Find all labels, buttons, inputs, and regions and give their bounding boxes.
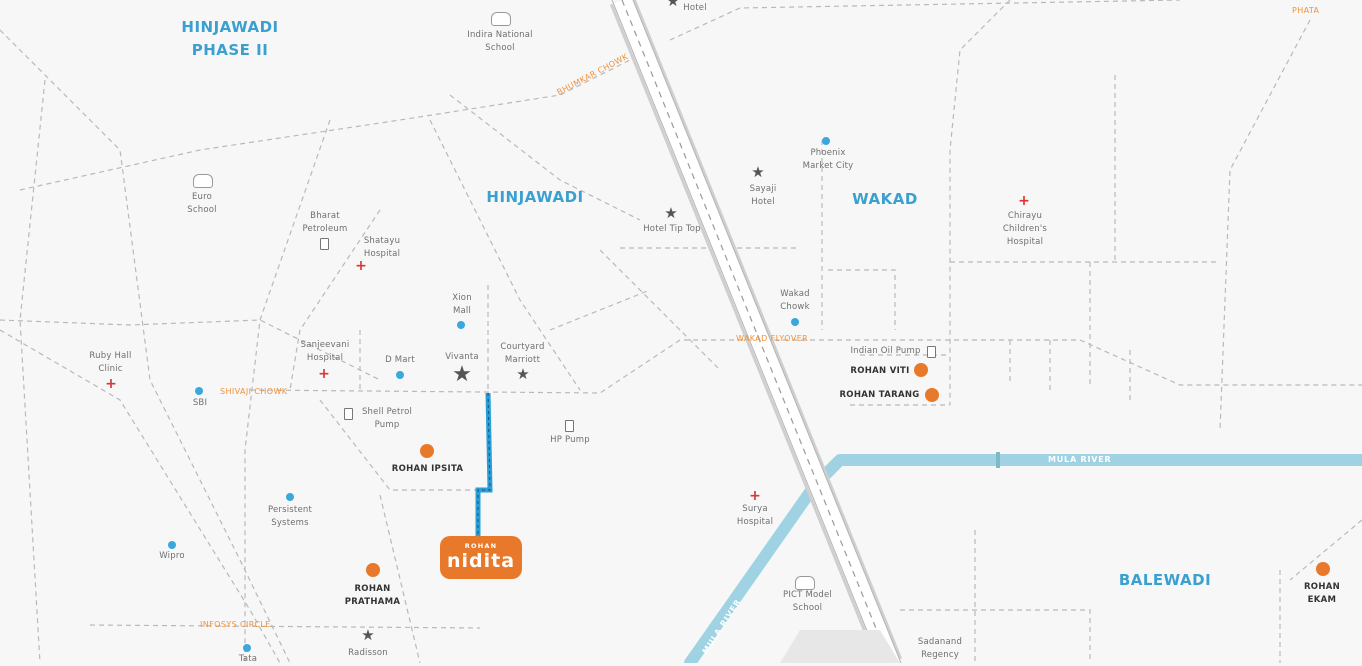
star-icon: ★: [361, 626, 375, 644]
hospital-icon: +: [355, 258, 367, 274]
project-marker-icon[interactable]: [914, 363, 928, 377]
landmark-courtyard-marriott: Courtyard Marriott: [500, 342, 545, 365]
landmark-dot-icon: [791, 318, 799, 326]
landmark-dot-icon: [195, 387, 203, 395]
river-label-mula-horizontal: MULA RIVER: [1048, 455, 1112, 464]
landmark-dmart: D Mart: [385, 355, 415, 365]
fuel-pump-icon: [927, 346, 936, 358]
landmark-dot-icon: [286, 493, 294, 501]
landmark-pict-school: PICT Model School: [783, 590, 832, 613]
road-label-infosys-circle: INFOSYS CIRCLE: [200, 620, 271, 629]
landmark-shatayu-hospital: Shatayu Hospital: [363, 236, 401, 259]
landmark-phoenix-market-city: Phoenix Market City: [802, 148, 854, 171]
project-rohan-viti[interactable]: ROHAN VITI: [850, 366, 910, 376]
hospital-icon: +: [749, 488, 761, 504]
hospital-icon: +: [1018, 193, 1030, 209]
logo-name: nidita: [446, 550, 516, 572]
area-balewadi: BALEWADI: [1118, 571, 1212, 589]
road-label-shivaji-chowk: SHIVAJI CHOWK: [220, 387, 288, 396]
star-icon: ★: [452, 362, 472, 387]
project-rohan-prathama[interactable]: ROHAN PRATHAMA: [344, 584, 401, 607]
school-icon: [193, 174, 213, 188]
landmark-bharat-petroleum: Bharat Petroleum: [302, 211, 348, 234]
project-marker-icon[interactable]: [420, 444, 434, 458]
landmark-dot-icon: [243, 644, 251, 652]
landmark-wakad-chowk: Wakad Chowk: [780, 289, 810, 312]
area-hinjawadi-phase-2: HINJAWADI PHASE II: [181, 18, 279, 59]
landmark-indira-school: Indira National School: [467, 30, 533, 53]
landmark-hotel-tip-top: Hotel Tip Top: [643, 224, 701, 234]
landmark-dot-icon: [168, 541, 176, 549]
hospital-icon: +: [318, 366, 330, 382]
school-icon: [491, 12, 511, 26]
road-label-phata: PHATA: [1292, 6, 1320, 15]
landmark-ruby-hall-clinic: Ruby Hall Clinic: [89, 351, 132, 374]
project-rohan-ekam[interactable]: ROHAN EKAM: [1303, 582, 1341, 605]
landmark-dot-icon: [822, 137, 830, 145]
school-icon: [795, 576, 815, 590]
landmark-chirayu-hospital: Chirayu Children's Hospital: [1002, 211, 1048, 247]
landmark-persistent-systems: Persistent Systems: [267, 505, 313, 528]
hospital-icon: +: [105, 376, 117, 392]
landmark-sadanand-regency: Sadanand Regency: [917, 637, 963, 660]
landmark-radisson: Radisson: [348, 648, 388, 658]
area-hinjawadi: HINJAWADI: [486, 188, 584, 206]
road-label-wakad-flyover: WAKAD FLYOVER: [736, 334, 809, 343]
landmark-sbi: SBI: [192, 398, 208, 408]
landmark-surya-hospital: Surya Hospital: [736, 504, 774, 527]
project-marker-icon[interactable]: [366, 563, 380, 577]
project-marker-icon[interactable]: [1316, 562, 1330, 576]
landmark-shell-petrol-pump: Shell Petrol Pump: [361, 407, 413, 430]
landmark-tata: Tata: [238, 654, 258, 664]
landmark-vivanta: Vivanta: [445, 352, 479, 362]
landmark-euro-school: Euro School: [187, 192, 217, 215]
landmark-wipro: Wipro: [159, 551, 185, 561]
star-icon: ★: [664, 204, 678, 222]
project-rohan-ipsita[interactable]: ROHAN IPSITA: [391, 464, 464, 474]
area-wakad: WAKAD: [852, 190, 918, 208]
star-icon: ★: [751, 163, 765, 181]
star-icon: ★: [516, 365, 530, 383]
logo-brand: ROHAN: [464, 542, 498, 550]
landmark-dot-icon: [457, 321, 465, 329]
fuel-pump-icon: [344, 408, 353, 420]
landmark-xion-mall: Xion Mall: [452, 293, 472, 316]
landmark-hp-pump: HP Pump: [550, 435, 590, 445]
rohan-nidita-logo[interactable]: ROHAN nidita: [440, 536, 522, 579]
star-icon: ★: [666, 0, 680, 10]
fuel-pump-icon: [320, 238, 329, 250]
project-marker-icon[interactable]: [925, 388, 939, 402]
landmark-sayaji-hotel: Sayaji Hotel: [749, 184, 777, 207]
landmark-sanjeevani-hospital: Sanjeevani Hospital: [300, 340, 350, 363]
fuel-pump-icon: [565, 420, 574, 432]
project-rohan-tarang[interactable]: ROHAN TARANG: [839, 390, 920, 400]
landmark-hotel-top: Hotel: [683, 3, 707, 13]
landmark-dot-icon: [396, 371, 404, 379]
landmark-indian-oil-pump: Indian Oil Pump: [850, 346, 921, 356]
